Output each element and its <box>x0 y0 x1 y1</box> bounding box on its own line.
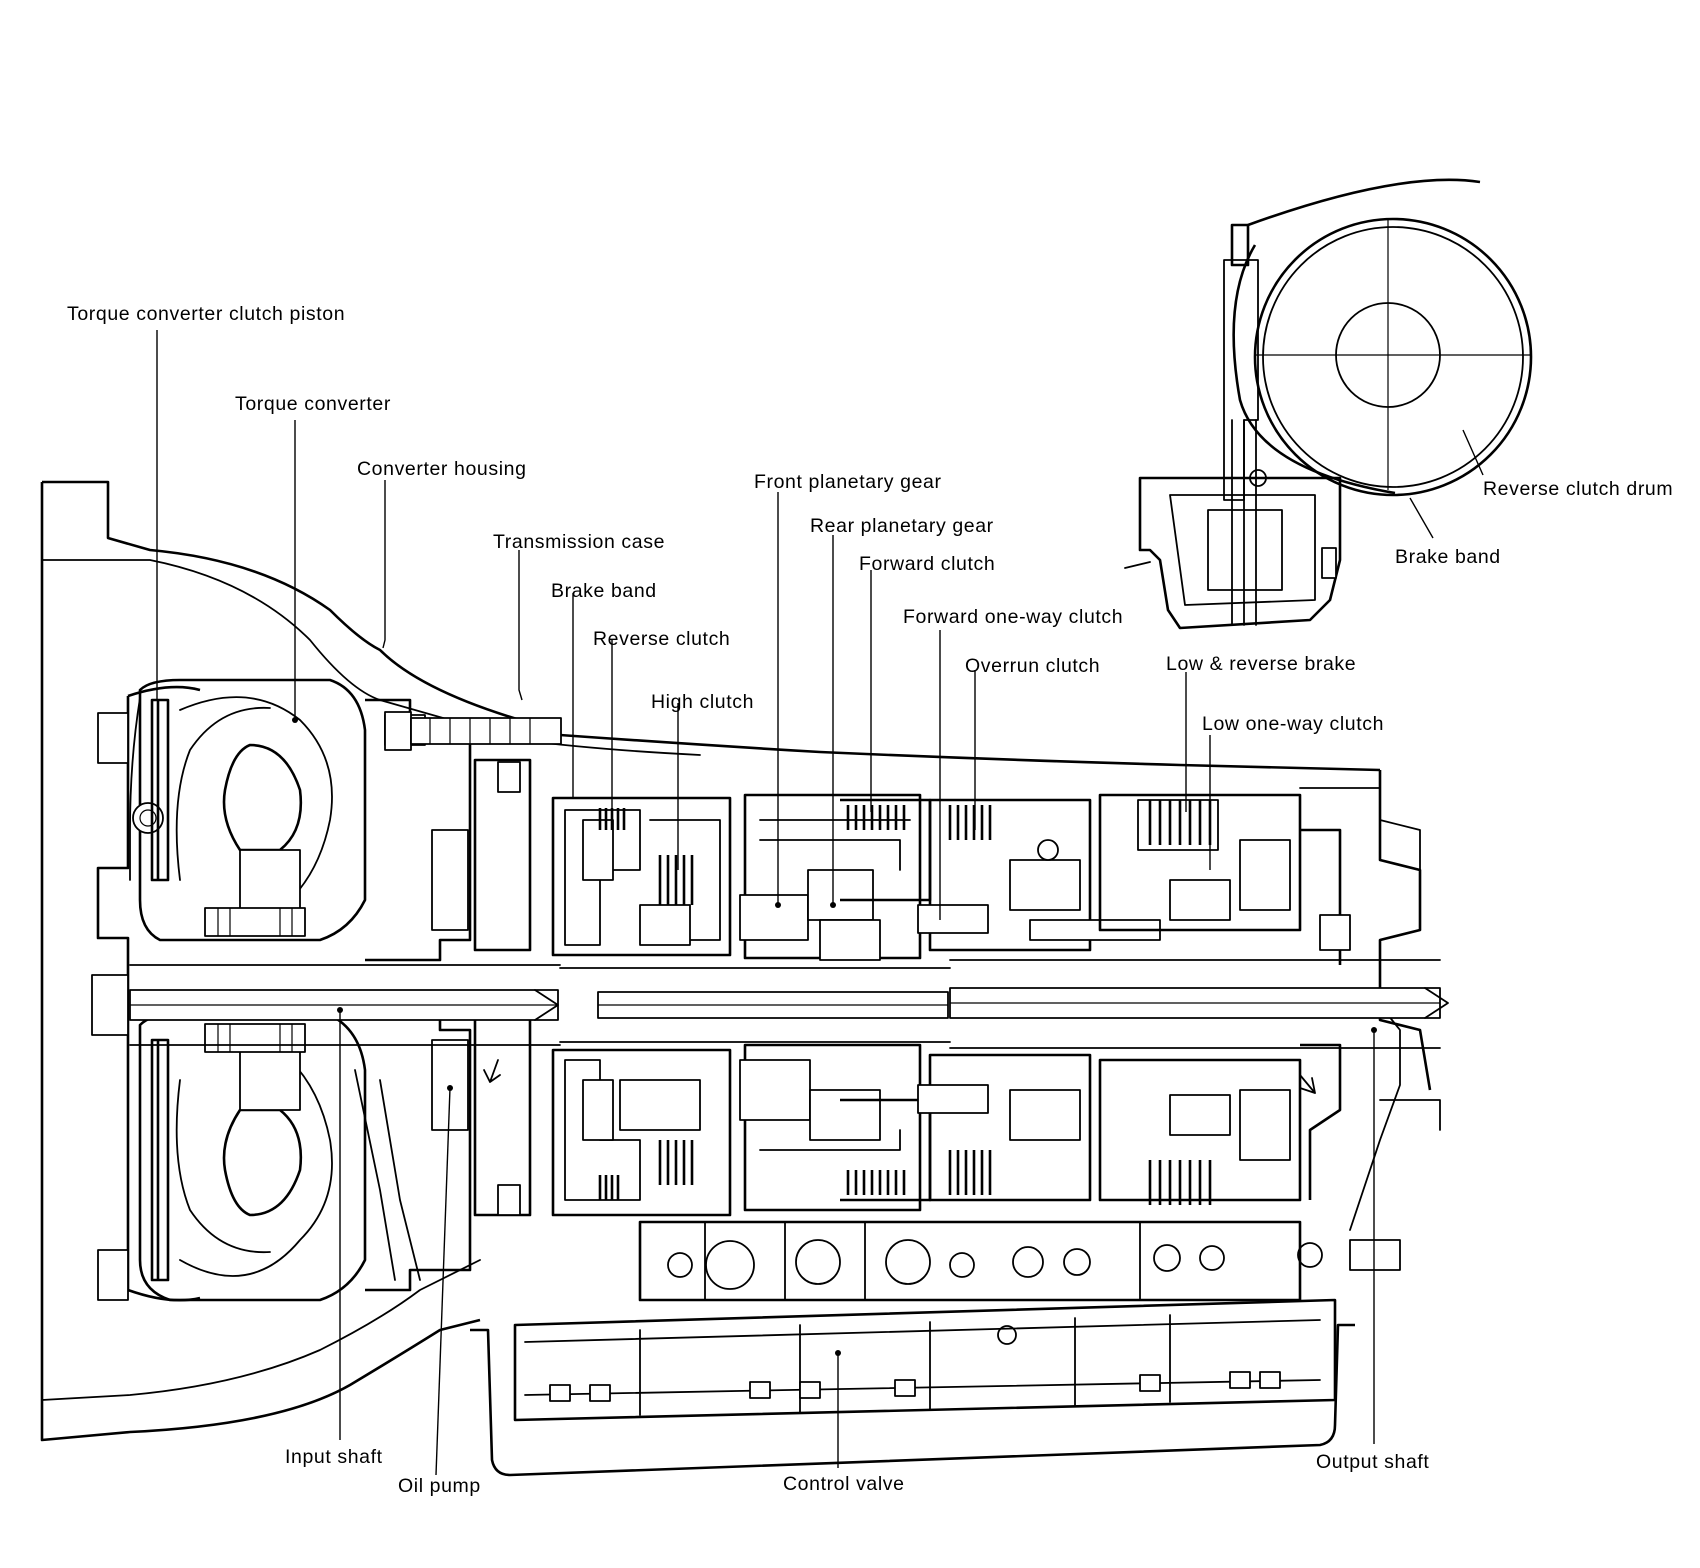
transmission-drawing <box>40 178 1533 1477</box>
overrun-clutch-lower <box>917 1053 1092 1202</box>
case-front-wall <box>473 758 532 1217</box>
band-arc-outer <box>1247 178 1481 227</box>
label-transmission-case: Transmission case <box>493 531 665 553</box>
label-brake-band-detail: Brake band <box>1395 546 1501 568</box>
housing-bolt <box>384 711 562 751</box>
label-torque-converter: Torque converter <box>235 393 391 415</box>
intermediate-shaft-drawing <box>559 967 951 1043</box>
rear-seal-upper <box>1319 914 1351 951</box>
label-forward-clutch: Forward clutch <box>859 553 995 575</box>
housing-inner-line <box>41 559 701 756</box>
label-reverse-clutch: Reverse clutch <box>593 628 730 650</box>
label-high-clutch: High clutch <box>651 691 754 713</box>
leader-lines <box>156 330 1484 1476</box>
torque-converter-upper <box>132 678 367 942</box>
cover-bolt-upper <box>97 712 129 764</box>
input-shaft-drawing <box>129 964 561 1046</box>
label-input-shaft: Input shaft <box>285 1446 383 1468</box>
label-control-valve: Control valve <box>783 1473 905 1495</box>
label-brake-band: Brake band <box>551 580 657 602</box>
label-reverse-clutch-drum: Reverse clutch drum <box>1483 478 1673 500</box>
planetary-gears-upper <box>739 793 922 961</box>
label-low-reverse-brake: Low & reverse brake <box>1166 653 1356 675</box>
label-front-planetary-gear: Front planetary gear <box>754 471 942 493</box>
case-plug-lower <box>497 1184 521 1216</box>
reverse-high-clutch-lower <box>551 1048 732 1217</box>
callout-labels: Torque converter clutch piston Torque co… <box>67 303 1673 1497</box>
arrow-marker-1 <box>483 1059 501 1083</box>
label-converter-housing: Converter housing <box>357 458 527 480</box>
torque-converter-lower <box>138 1013 367 1302</box>
valve-body-block <box>638 1220 1302 1302</box>
converter-clutch-piston-lower <box>150 1038 170 1282</box>
label-torque-converter-clutch-piston: Torque converter clutch piston <box>67 303 345 325</box>
converter-clutch-piston-upper <box>150 698 170 882</box>
case-plug-upper <box>497 761 521 793</box>
planetary-gears-lower <box>739 1043 922 1212</box>
oil-pan <box>470 1323 1355 1477</box>
low-reverse-brake-lower <box>1098 1058 1302 1205</box>
rear-bolt <box>1297 1242 1323 1268</box>
brake-band-detail-inset <box>1124 178 1533 630</box>
piston-plate-upper <box>129 697 141 881</box>
label-low-one-way-clutch: Low one-way clutch <box>1202 713 1384 735</box>
output-shaft-drawing <box>949 959 1449 1049</box>
reverse-high-clutch-upper <box>551 796 732 957</box>
housing-lower-line <box>41 1259 481 1401</box>
label-overrun-clutch: Overrun clutch <box>965 655 1100 677</box>
label-forward-one-way-clutch: Forward one-way clutch <box>903 606 1123 628</box>
overrun-clutch-upper <box>917 798 1161 952</box>
control-valve-body <box>513 1298 1337 1422</box>
label-output-shaft: Output shaft <box>1316 1451 1429 1473</box>
label-rear-planetary-gear: Rear planetary gear <box>810 515 994 537</box>
label-oil-pump: Oil pump <box>398 1475 481 1497</box>
converter-hub-nose <box>91 974 129 1036</box>
reverse-clutch-drum-circle <box>1253 217 1533 497</box>
low-reverse-brake-upper <box>1098 793 1302 932</box>
rear-flange <box>1349 1239 1401 1271</box>
arrow-marker-2 <box>1299 1074 1316 1094</box>
cover-bolt-lower <box>97 1249 129 1301</box>
